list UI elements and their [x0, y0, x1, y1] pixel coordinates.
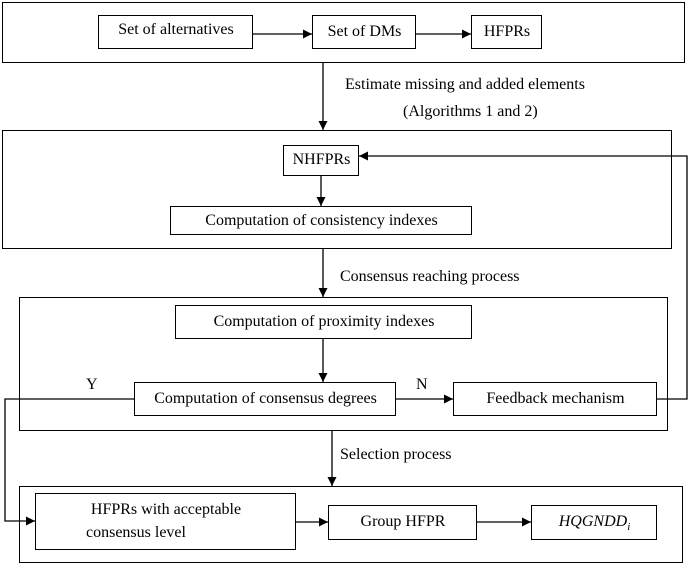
node-hfprs: HFPRs [483, 23, 531, 40]
node-result: HQGNDDi [532, 513, 657, 534]
node-proximity: Computation of proximity indexes [213, 313, 435, 330]
node-result-sub: i [627, 521, 631, 534]
node-dms: Set of DMs [327, 23, 402, 40]
node-box-alternatives [98, 15, 253, 49]
label-estimate-line2: (Algorithms 1 and 2) [403, 103, 538, 120]
label-no: N [416, 376, 428, 393]
section-selection [19, 486, 683, 563]
arrow-feedback-to-nhfprs [359, 151, 688, 400]
arrow-degrees-to-acceptable [4, 398, 134, 526]
section-consensus [19, 297, 668, 431]
node-acceptable-line1: HFPRs with acceptable [90, 501, 242, 518]
label-consensus-process: Consensus reaching process [340, 268, 520, 285]
node-box-proximity [175, 305, 472, 339]
node-box-hfprs [471, 15, 542, 49]
node-acceptable-line2: consensus level [86, 524, 186, 541]
node-box-dms [312, 15, 416, 49]
label-selection-process: Selection process [340, 446, 452, 463]
section-input [2, 2, 685, 63]
node-nhfprs: NHFPRs [292, 151, 351, 168]
node-result-main: HQGNDD [558, 513, 628, 530]
section-consistency [2, 130, 672, 249]
node-box-nhfprs [283, 145, 359, 176]
node-consistency: Computation of consistency indexes [205, 212, 438, 229]
node-feedback: Feedback mechanism [486, 390, 625, 407]
label-estimate-line1: Estimate missing and added elements [345, 76, 585, 93]
label-yes: Y [86, 376, 98, 393]
node-box-group-hfpr [328, 505, 477, 540]
node-consensus-degrees: Computation of consensus degrees [154, 390, 377, 407]
node-group-hfpr: Group HFPR [360, 513, 446, 530]
node-box-result [531, 505, 657, 540]
node-box-consistency [170, 206, 472, 235]
node-alternatives: Set of alternatives [118, 21, 234, 38]
node-box-acceptable [35, 493, 296, 550]
node-box-consensus-degrees [134, 382, 396, 416]
node-box-feedback [453, 382, 657, 416]
